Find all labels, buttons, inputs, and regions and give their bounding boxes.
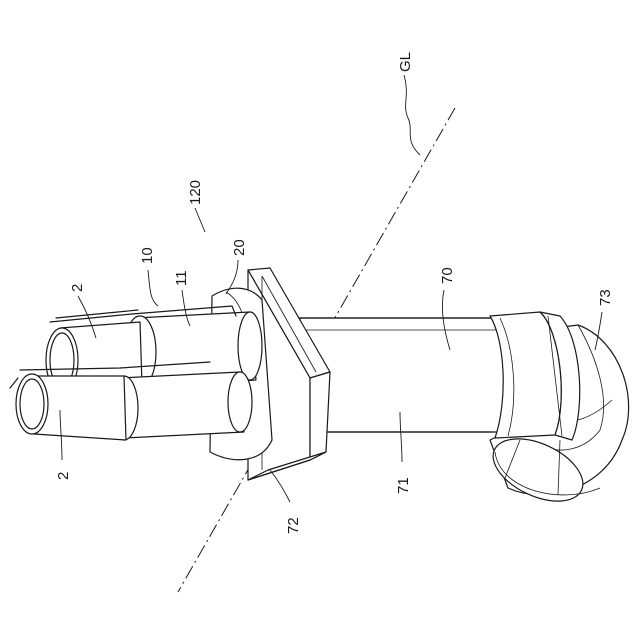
label-71: 71: [395, 477, 412, 494]
label-73: 73: [597, 289, 614, 306]
gl-leader: [404, 75, 420, 155]
label-120: 120: [187, 180, 204, 205]
label-10: 10: [139, 247, 156, 264]
leader-10: [148, 270, 158, 306]
label-20: 20: [231, 239, 248, 256]
collar-73: [490, 312, 580, 440]
label-2-upper: 2: [69, 284, 86, 292]
leader-72: [270, 470, 290, 502]
label-gl: GL: [397, 52, 414, 72]
leader-120: [195, 208, 205, 232]
label-2-lower: 2: [55, 472, 72, 480]
label-11: 11: [173, 270, 190, 286]
label-72: 72: [285, 517, 302, 534]
label-70: 70: [439, 267, 456, 284]
